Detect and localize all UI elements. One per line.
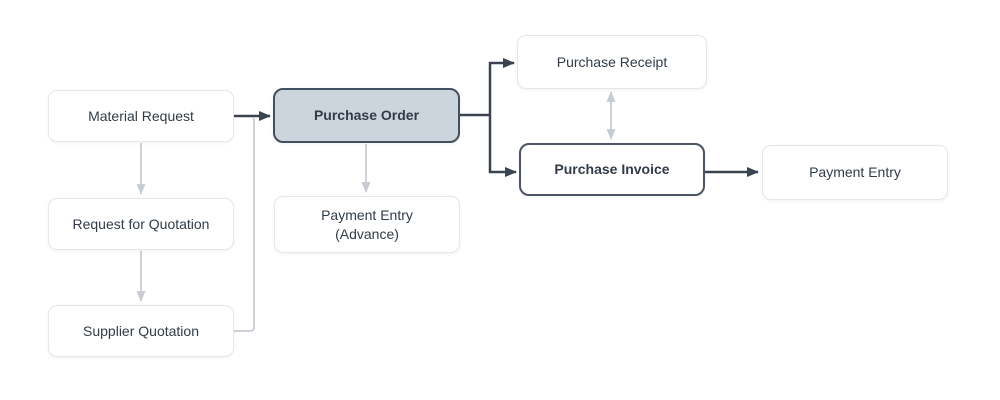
node-request-for-quotation-label: Request for Quotation (72, 215, 210, 232)
node-payment-entry: Payment Entry (762, 145, 948, 200)
edge-purchase-order-to-purchase-invoice (488, 115, 517, 177)
node-purchase-invoice: Purchase Invoice (519, 143, 705, 196)
node-supplier-quotation-label: Supplier Quotation (83, 322, 199, 339)
node-payment-entry-advance-label-line2: (Advance) (335, 225, 399, 242)
node-material-request: Material Request (48, 90, 234, 142)
node-purchase-order-label: Purchase Order (313, 107, 420, 123)
node-payment-entry-label: Payment Entry (809, 164, 901, 180)
edge-supplier-quotation-to-purchase-order (234, 118, 255, 332)
node-supplier-quotation: Supplier Quotation (48, 305, 234, 357)
node-payment-entry-advance: Payment Entry (Advance) (274, 196, 460, 253)
edge-purchase-order-to-purchase-receipt (488, 58, 515, 115)
node-material-request-label: Material Request (88, 107, 194, 124)
node-purchase-receipt-label: Purchase Receipt (556, 53, 668, 70)
node-request-for-quotation: Request for Quotation (48, 198, 234, 250)
node-purchase-receipt: Purchase Receipt (517, 35, 707, 89)
node-purchase-order-highlighted: Purchase Order (273, 88, 460, 143)
node-purchase-invoice-label: Purchase Invoice (554, 161, 670, 177)
node-payment-entry-advance-label-line1: Payment Entry (321, 206, 413, 223)
